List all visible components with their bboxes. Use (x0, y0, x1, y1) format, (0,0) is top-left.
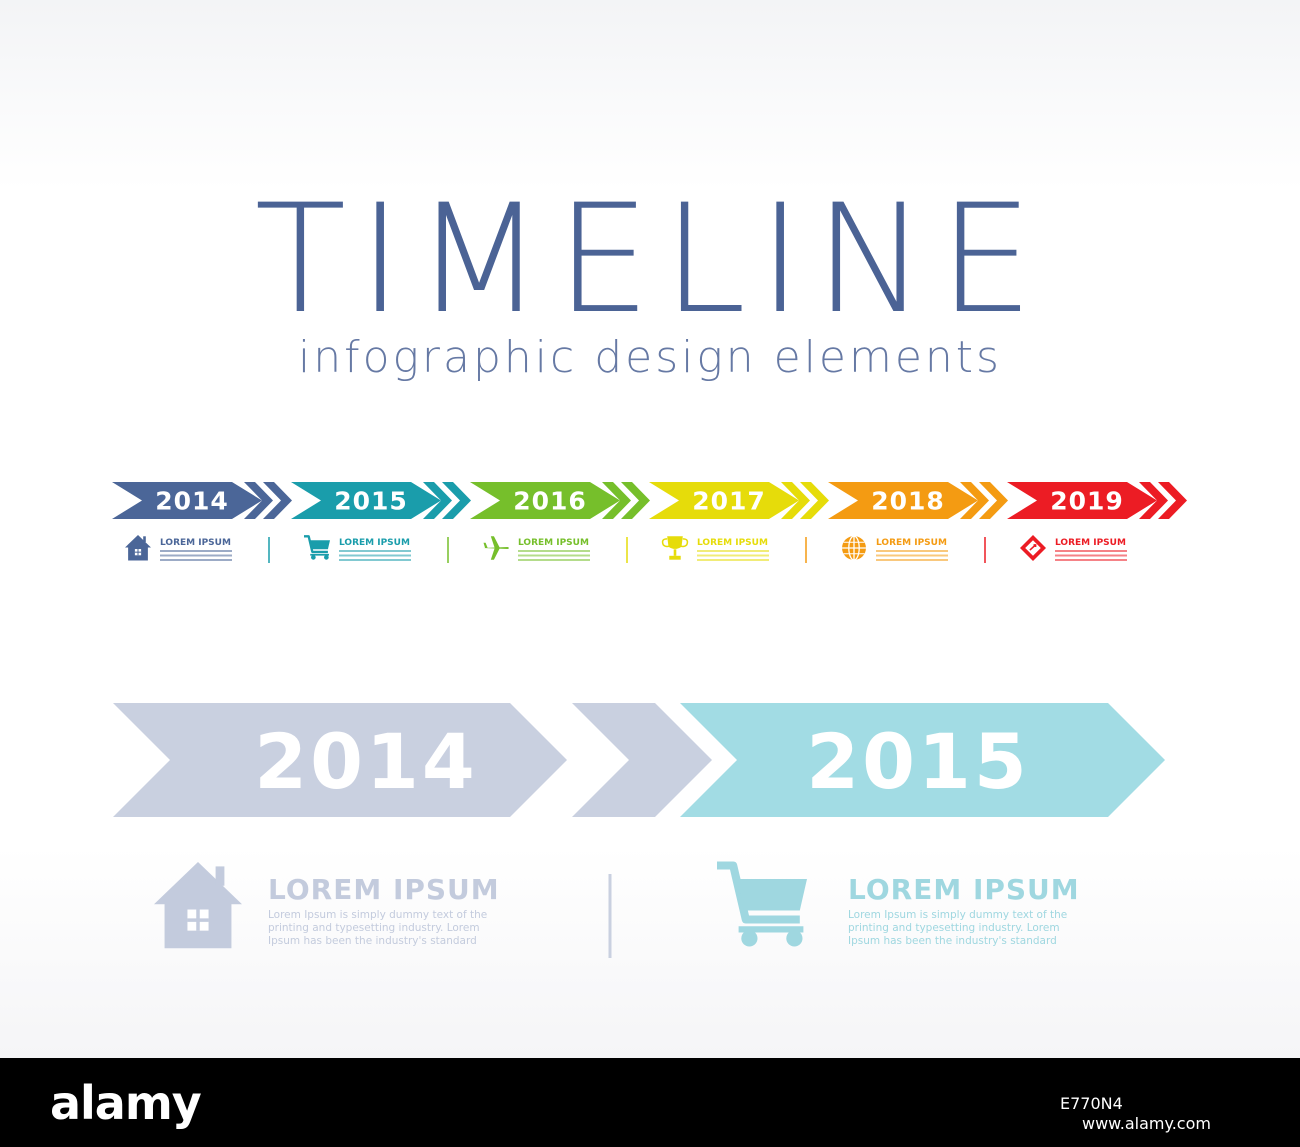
image-code: E770N4 (1060, 1094, 1123, 1113)
year-label: 2019 (1050, 487, 1124, 516)
globe-icon (842, 535, 866, 561)
large-item-text-2014: Lorem Ipsum is simply dummy text of the … (268, 909, 508, 948)
text-line (160, 559, 232, 561)
text-line (697, 559, 769, 561)
alamy-logo: alamy (50, 1076, 202, 1130)
year-label: 2018 (871, 487, 945, 516)
text-line (518, 559, 590, 561)
text-line: printing and typesetting industry. Lorem (848, 922, 1060, 934)
text-line: printing and typesetting industry. Lorem (268, 922, 480, 934)
text-line: Lorem Ipsum is simply dummy text of the (268, 909, 488, 921)
large-item-title-2014: LOREM IPSUM (268, 873, 500, 906)
item-title: LOREM IPSUM (339, 538, 410, 548)
year-label: 2014 (155, 487, 229, 516)
year-label: 2015 (806, 717, 1030, 806)
large-segment-2014: 2014 (113, 703, 712, 817)
large-timeline: 2014 2015 (113, 703, 1165, 958)
chevron (960, 482, 989, 519)
year-label: 2014 (254, 717, 478, 806)
trophy-icon (661, 536, 689, 560)
website-url: www.alamy.com (1082, 1114, 1211, 1133)
text-line (1055, 550, 1127, 552)
text-line (518, 554, 590, 557)
text-line (1055, 554, 1127, 557)
item-title: LOREM IPSUM (1055, 538, 1126, 548)
chevron (1139, 482, 1168, 519)
year-arrow (649, 482, 799, 519)
text-line: Lorem Ipsum is simply dummy text of the (848, 909, 1068, 921)
item-title: LOREM IPSUM (876, 538, 947, 548)
page-subtitle: infographic design elements (298, 332, 1002, 383)
page-title: TIMELINE (254, 173, 1046, 347)
chevron (442, 482, 471, 519)
chevron (423, 482, 452, 519)
year-label: 2016 (513, 487, 587, 516)
chevron (781, 482, 810, 519)
year-arrow (680, 703, 1165, 817)
year-arrow (470, 482, 620, 519)
text-line (1055, 559, 1127, 561)
chevron (621, 482, 650, 519)
chevron (263, 482, 292, 519)
text-line (697, 554, 769, 557)
text-line (876, 554, 948, 557)
footer-bar: alamy E770N4 www.alamy.com (0, 1058, 1300, 1147)
year-label: 2017 (692, 487, 766, 516)
chevron (800, 482, 829, 519)
year-label: 2015 (334, 487, 408, 516)
home-icon (125, 535, 151, 561)
item-title: LOREM IPSUM (697, 538, 768, 548)
year-arrow (291, 482, 441, 519)
home-icon (154, 862, 242, 949)
shopping-cart-icon (717, 861, 807, 947)
chevron (244, 482, 273, 519)
shopping-cart-icon (304, 535, 330, 560)
item-title: LOREM IPSUM (160, 538, 231, 548)
year-arrow (113, 703, 567, 817)
chevron (1158, 482, 1187, 519)
text-line (518, 550, 590, 552)
diamond-sign-icon (1020, 535, 1046, 561)
text-line (339, 559, 411, 561)
chevron (602, 482, 631, 519)
text-line (160, 554, 232, 557)
text-line (339, 550, 411, 552)
large-item-text-2015: Lorem Ipsum is simply dummy text of the … (848, 909, 1088, 948)
airplane-icon (483, 536, 509, 560)
text-line (697, 550, 769, 552)
year-arrow (1007, 482, 1157, 519)
chevron (572, 703, 712, 817)
chevron (979, 482, 1008, 519)
infographic-canvas: TIMELINE infographic design elements 201… (0, 0, 1300, 1058)
year-arrow (828, 482, 978, 519)
text-line: Ipsum has been the industry's standard (268, 935, 477, 947)
text-line (339, 554, 411, 557)
text-line: Ipsum has been the industry's standard (848, 935, 1057, 947)
large-item-title-2015: LOREM IPSUM (848, 873, 1080, 906)
text-line (876, 550, 948, 552)
text-line (876, 559, 948, 561)
year-arrow (112, 482, 262, 519)
large-segment-2015: 2015 (680, 703, 1165, 817)
item-title: LOREM IPSUM (518, 538, 589, 548)
text-line (160, 550, 232, 552)
